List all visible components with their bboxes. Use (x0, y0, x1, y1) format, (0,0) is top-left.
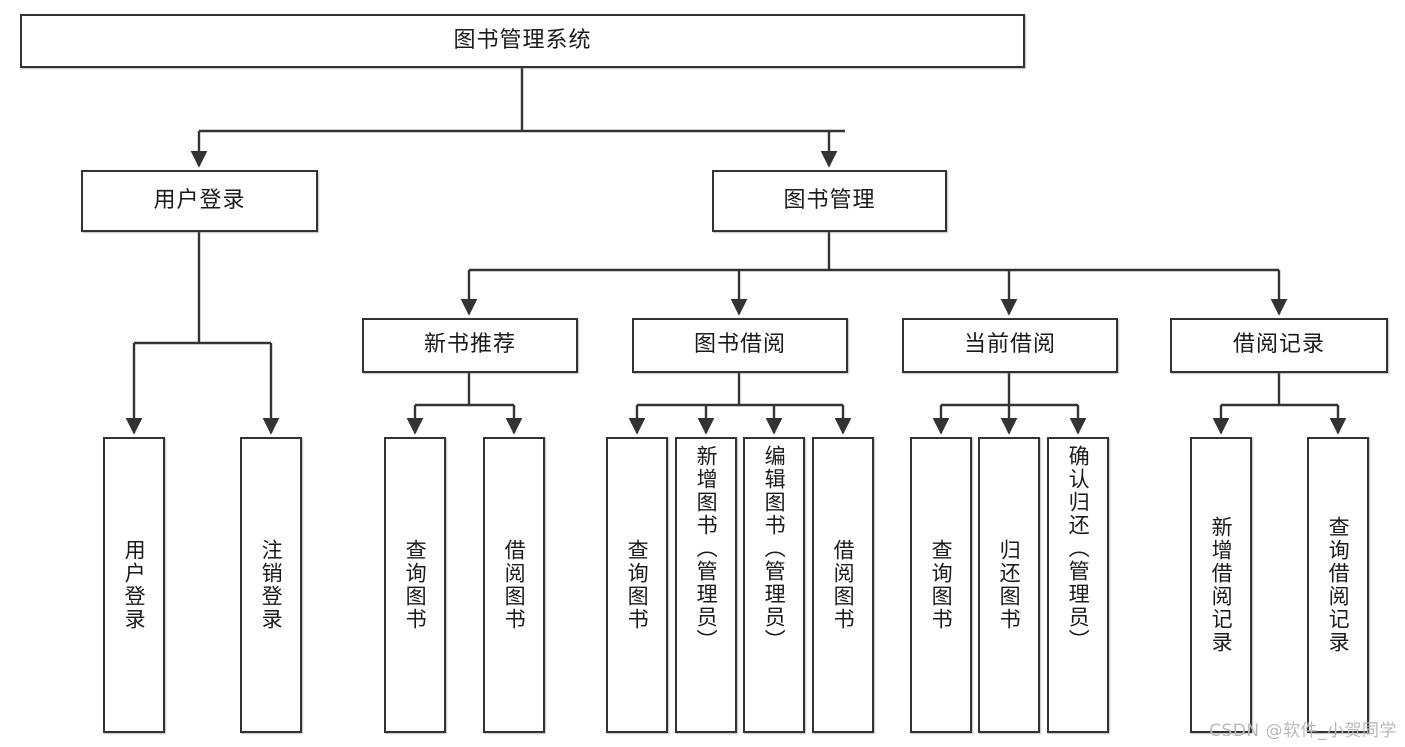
node-label: 归还图书 (997, 539, 1022, 631)
leaf-return-book[interactable]: 归还图书 (978, 437, 1040, 733)
leaf-borrow-book[interactable]: 借阅图书 (812, 437, 874, 733)
node-label: 查询图书 (625, 539, 650, 631)
node-new-book-recommendation[interactable]: 新书推荐 (362, 318, 578, 373)
node-borrowing-record[interactable]: 借阅记录 (1170, 318, 1388, 373)
leaf-query-book-newbook[interactable]: 查询图书 (384, 437, 446, 733)
node-label: 图书管理系统 (453, 27, 592, 53)
node-label: 新增图书（管理员） (694, 445, 719, 652)
node-label: 查询图书 (929, 539, 954, 631)
node-label: 用户登录 (153, 187, 246, 213)
leaf-edit-book-admin[interactable]: 编辑图书（管理员） (743, 437, 805, 733)
node-label: 借阅记录 (1232, 332, 1325, 358)
leaf-query-borrow-record[interactable]: 查询借阅记录 (1307, 437, 1369, 733)
node-user-login[interactable]: 用户登录 (81, 170, 318, 232)
node-label: 当前借阅 (963, 332, 1056, 358)
node-current-borrowing[interactable]: 当前借阅 (902, 318, 1118, 373)
node-root-book-management-system[interactable]: 图书管理系统 (20, 14, 1025, 68)
node-book-borrowing[interactable]: 图书借阅 (632, 318, 848, 373)
node-label: 确认归还（管理员） (1066, 445, 1091, 652)
leaf-query-book-current[interactable]: 查询图书 (910, 437, 972, 733)
csdn-watermark: CSDN @软件_小贺同学 (1209, 721, 1397, 741)
node-label: 新书推荐 (423, 332, 516, 358)
node-label: 图书管理 (783, 187, 876, 213)
node-label: 借阅图书 (502, 539, 527, 631)
node-book-management[interactable]: 图书管理 (712, 170, 947, 232)
leaf-logout[interactable]: 注销登录 (240, 437, 302, 733)
leaf-add-borrow-record[interactable]: 新增借阅记录 (1190, 437, 1252, 733)
node-label: 编辑图书（管理员） (762, 445, 787, 652)
node-label: 查询借阅记录 (1326, 516, 1351, 654)
leaf-query-book-borrow[interactable]: 查询图书 (606, 437, 668, 733)
node-label: 用户登录 (122, 539, 147, 631)
node-label: 注销登录 (259, 539, 284, 631)
leaf-borrow-book-newbook[interactable]: 借阅图书 (483, 437, 545, 733)
node-label: 查询图书 (403, 539, 428, 631)
node-label: 借阅图书 (831, 539, 856, 631)
leaf-add-book-admin[interactable]: 新增图书（管理员） (675, 437, 737, 733)
leaf-confirm-return-admin[interactable]: 确认归还（管理员） (1047, 437, 1109, 733)
node-label: 图书借阅 (693, 332, 786, 358)
leaf-user-login[interactable]: 用户登录 (103, 437, 165, 733)
node-label: 新增借阅记录 (1209, 516, 1234, 654)
